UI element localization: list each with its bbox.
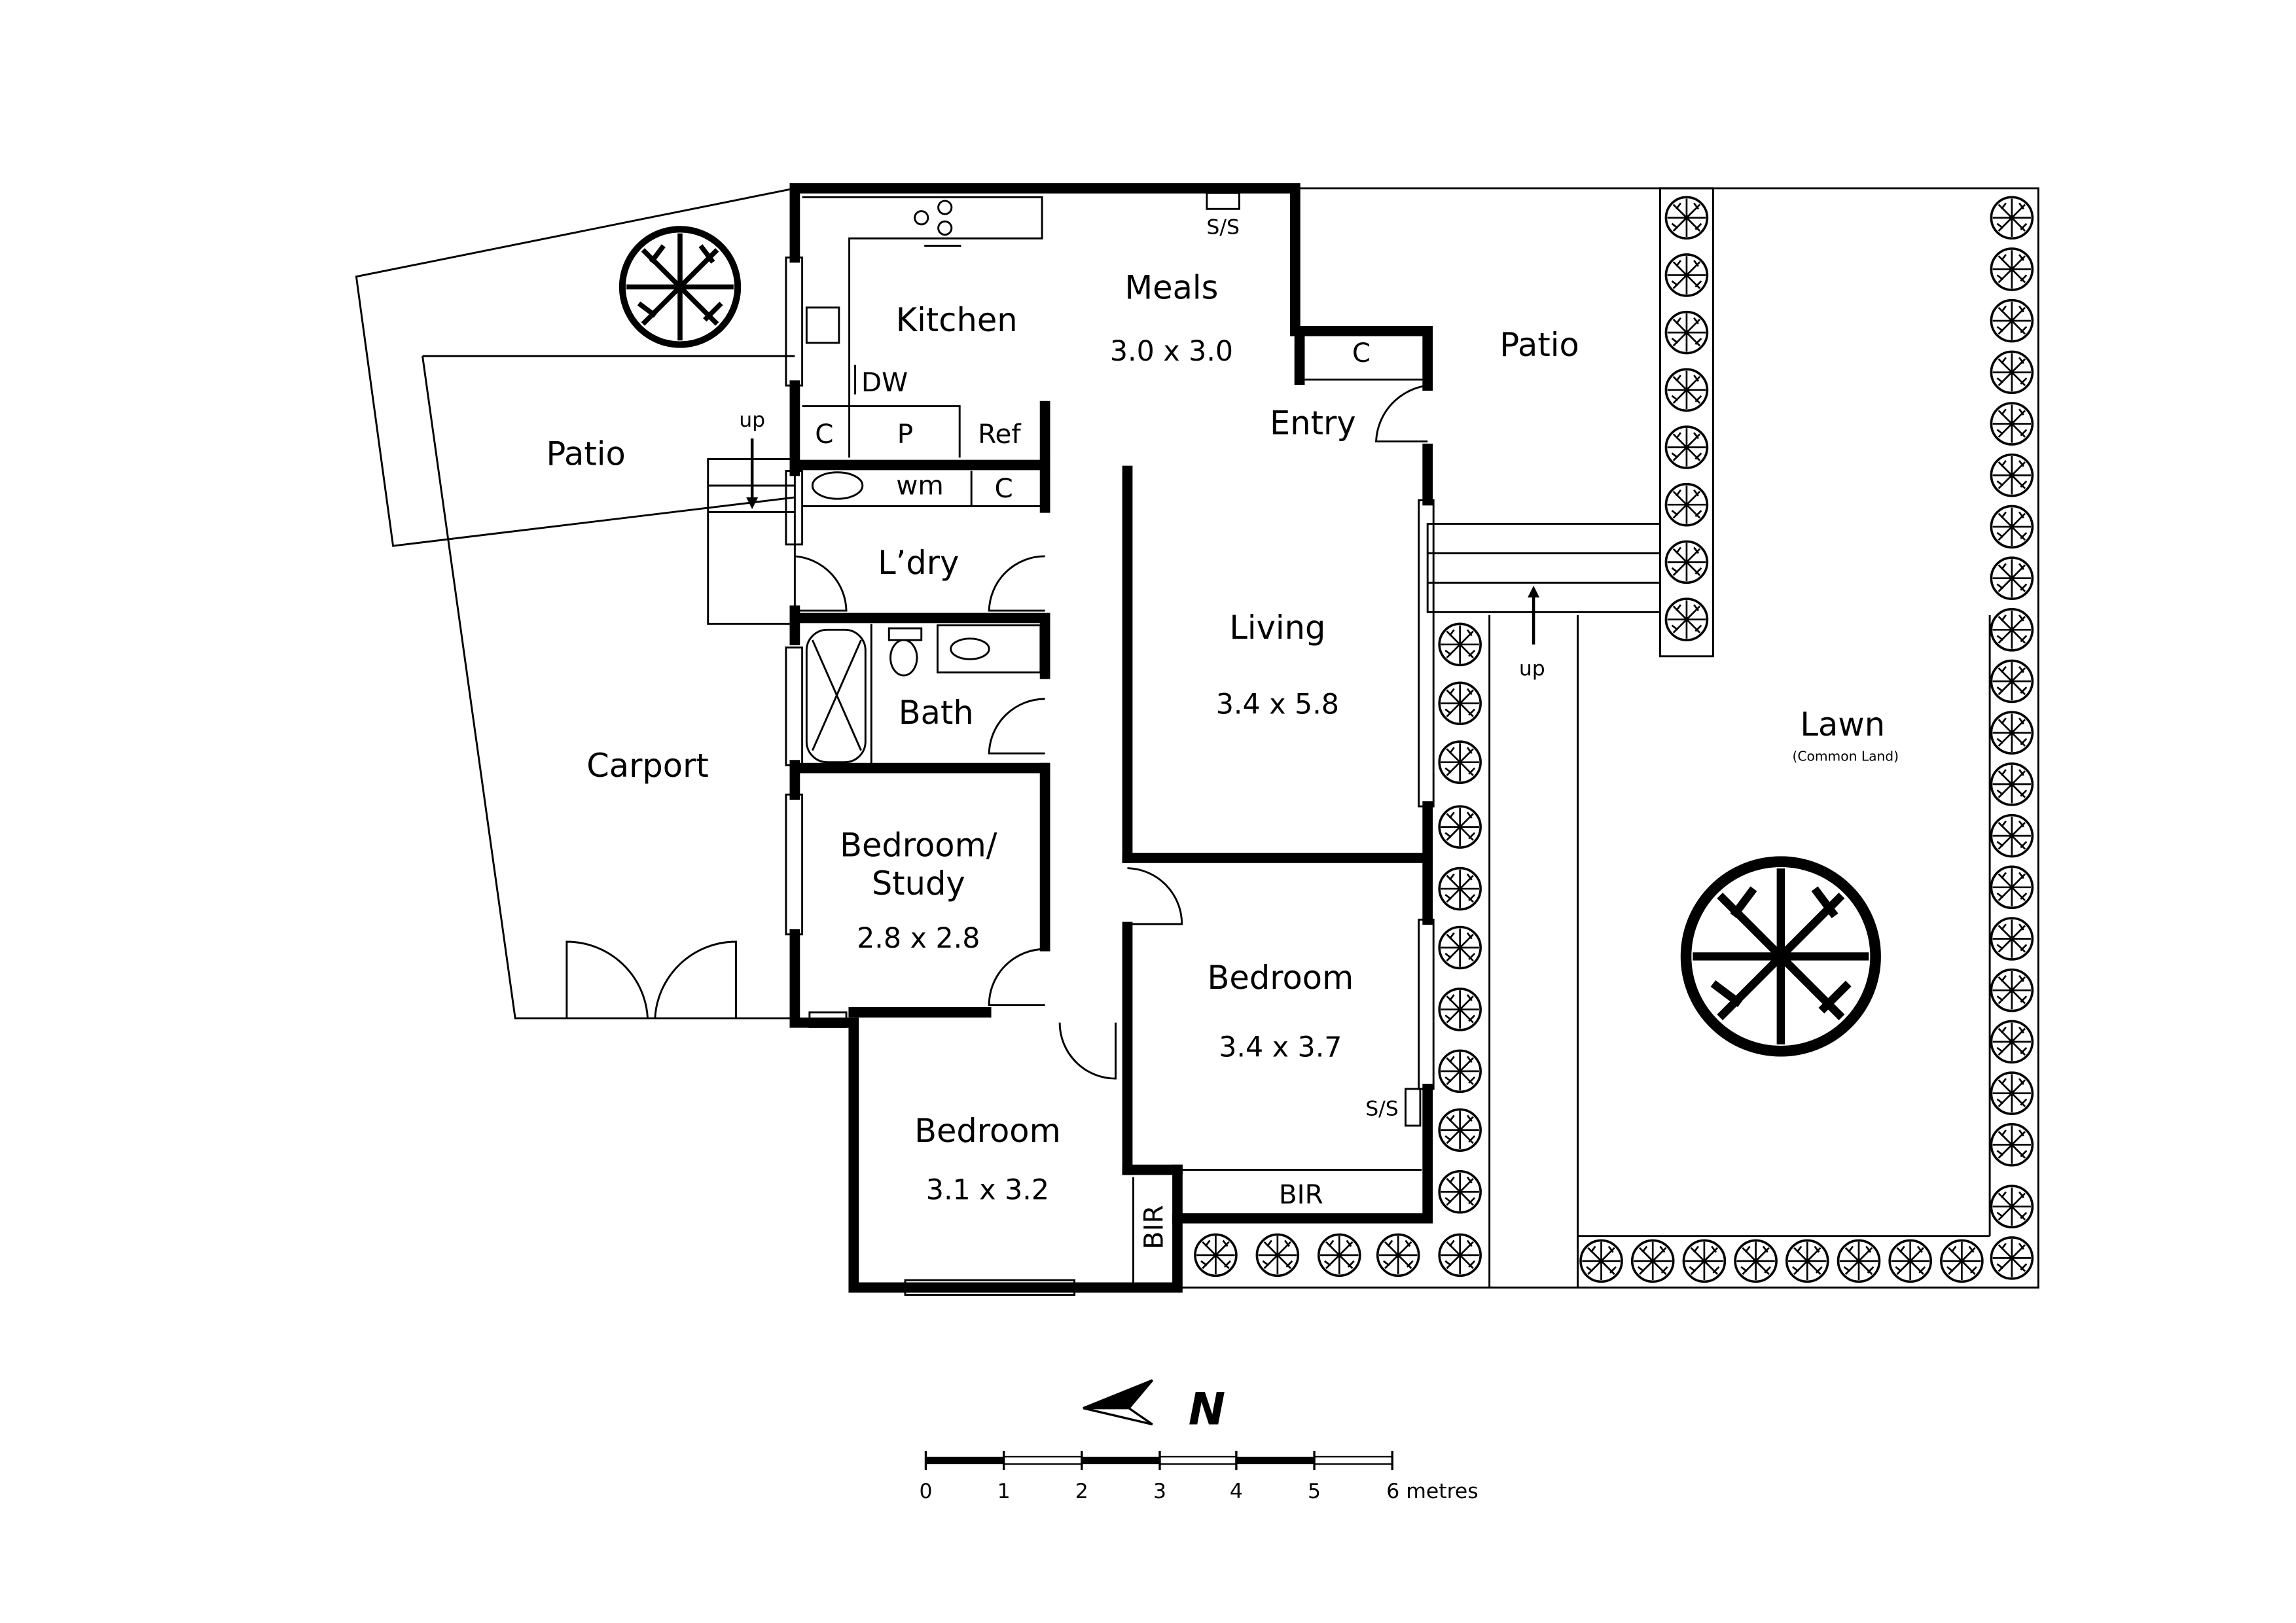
fixture-ss-meals: S/S bbox=[1206, 215, 1240, 239]
room-label-patio-west: Patio bbox=[546, 435, 625, 473]
room-label-living: Living bbox=[1229, 609, 1325, 647]
west-steps-up-label: up bbox=[739, 408, 765, 432]
scale-tick-5: 5 bbox=[1308, 1480, 1321, 1503]
room-label-laundry: L’dry bbox=[878, 544, 959, 582]
room-label-kitchen: Kitchen bbox=[896, 301, 1018, 339]
lawn-note: (Common Land) bbox=[1792, 748, 1899, 764]
shrub-row-east bbox=[1990, 196, 2034, 1280]
shrub-row-lawn-south bbox=[1579, 1239, 1984, 1283]
fixture-cupboard-kitchen: C bbox=[815, 418, 833, 450]
fixture-cupboard-laundry: C bbox=[995, 473, 1013, 504]
room-label-bedroom-study-1: Bedroom/ bbox=[840, 827, 997, 865]
fixture-dw: DW bbox=[861, 366, 908, 398]
scale-bar bbox=[924, 1450, 1393, 1471]
tree-icon bbox=[622, 229, 738, 344]
room-dims-meals: 3.0 x 3.0 bbox=[1110, 335, 1233, 368]
room-dims-bedroom-study: 2.8 x 2.8 bbox=[857, 922, 980, 955]
fixture-ref: Ref bbox=[978, 418, 1022, 450]
scale-tick-0: 0 bbox=[919, 1480, 932, 1503]
tree-icon bbox=[1686, 862, 1876, 1052]
fixture-ss-bedroom: S/S bbox=[1365, 1097, 1399, 1120]
room-label-patio-east: Patio bbox=[1499, 326, 1579, 364]
doors bbox=[565, 384, 1428, 1080]
fixture-bir-bedroom-2: BIR bbox=[1279, 1179, 1323, 1210]
scale-tick-6: 6 metres bbox=[1386, 1480, 1478, 1503]
shrub-row-patio bbox=[1659, 187, 1714, 658]
room-label-meals: Meals bbox=[1125, 268, 1219, 306]
room-label-carport: Carport bbox=[586, 747, 709, 785]
room-label-bedroom-2: Bedroom bbox=[1208, 959, 1354, 997]
room-label-bath: Bath bbox=[899, 694, 974, 732]
scale-tick-3: 3 bbox=[1153, 1480, 1166, 1503]
room-dims-bedroom-2: 3.4 x 3.7 bbox=[1219, 1031, 1342, 1063]
fixture-bir-bedroom-3: BIR bbox=[1138, 1205, 1169, 1249]
shrub-row-house-east bbox=[1438, 622, 1482, 1214]
room-label-bedroom-3: Bedroom bbox=[914, 1112, 1061, 1150]
room-label-entry: Entry bbox=[1270, 404, 1356, 442]
interior-walls bbox=[789, 326, 1433, 1175]
fixtures-outline bbox=[802, 192, 1428, 1283]
shrub-row-house-south bbox=[1194, 1233, 1482, 1277]
scale-tick-2: 2 bbox=[1075, 1480, 1088, 1503]
west-steps bbox=[707, 438, 796, 625]
north-arrow-icon bbox=[1083, 1379, 1154, 1426]
room-dims-bedroom-3: 3.1 x 3.2 bbox=[926, 1173, 1049, 1206]
fixture-pantry: P bbox=[897, 418, 913, 450]
north-label: N bbox=[1189, 1383, 1225, 1435]
windows bbox=[785, 257, 1435, 1296]
east-steps-up-label: up bbox=[1519, 657, 1545, 681]
fixture-cupboard-entry: C bbox=[1352, 337, 1371, 368]
room-label-lawn: Lawn bbox=[1800, 705, 1885, 743]
scale-tick-1: 1 bbox=[997, 1480, 1011, 1503]
scale-tick-4: 4 bbox=[1230, 1480, 1243, 1503]
room-label-bedroom-study-2: Study bbox=[872, 865, 965, 902]
room-dims-living: 3.4 x 5.8 bbox=[1216, 688, 1339, 721]
fixture-wm: wm bbox=[896, 469, 944, 501]
exterior-walls bbox=[789, 183, 1433, 1293]
